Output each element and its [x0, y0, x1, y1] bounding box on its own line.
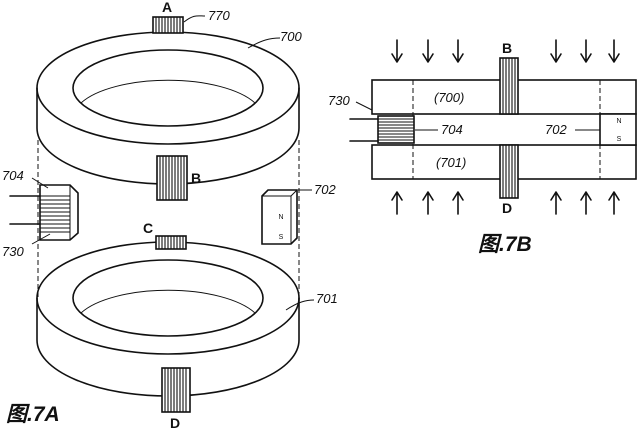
ring-701-label: 701: [316, 291, 338, 306]
magnet-pole-s: S: [279, 234, 284, 241]
coil-704: [349, 115, 415, 144]
point-b-label-7b: B: [502, 40, 512, 56]
winding-d-7b: [499, 144, 519, 199]
bar-700-label: (700): [434, 90, 464, 105]
leader-701: [285, 299, 315, 311]
figure-7a: N S A 770 700 B 704 702 730 C 701 D 图.7A: [2, 0, 338, 431]
leader-730: [31, 233, 51, 245]
wire-730-label-7b: 730: [328, 93, 350, 108]
leader-700: [247, 37, 281, 49]
magnet-pole-n-7b: N: [616, 118, 621, 125]
arrows-bottom: [391, 191, 620, 215]
leader-770: [183, 15, 206, 23]
winding-a: [152, 16, 184, 34]
magnet-702: N S: [599, 113, 637, 146]
ring-700-label: 700: [280, 29, 302, 44]
magnet-702-label-7b: 702: [545, 122, 567, 137]
point-c-label: C: [143, 220, 153, 236]
coil-770-label: 770: [208, 8, 230, 23]
bar-701-label: (701): [436, 155, 466, 170]
point-d-label: D: [170, 415, 180, 431]
winding-b: [156, 155, 188, 201]
figure-7b: N S B 730 (700) 704 702: [328, 39, 637, 256]
point-b-label: B: [191, 170, 201, 186]
magnet-pole-s-7b: S: [617, 136, 622, 143]
wire-730-label: 730: [2, 244, 24, 259]
magnet-702-label: 702: [314, 182, 336, 197]
arrows-top: [391, 39, 620, 63]
coil-704-label-7b: 704: [441, 122, 463, 137]
magnet-block: N S: [261, 189, 298, 245]
magnet-pole-n: N: [278, 214, 283, 221]
figure-7a-caption: 图.7A: [6, 403, 60, 426]
point-a-label: A: [162, 0, 172, 15]
winding-c: [155, 235, 187, 250]
winding-b-7b: [499, 57, 519, 115]
point-d-label-7b: D: [502, 200, 512, 216]
leader-730-7b: [355, 101, 373, 111]
coil-704-label: 704: [2, 168, 24, 183]
leader-704: [31, 177, 49, 189]
winding-d: [161, 367, 191, 413]
left-coil-block: [9, 184, 79, 241]
figure-7b-caption: 图.7B: [478, 233, 532, 256]
